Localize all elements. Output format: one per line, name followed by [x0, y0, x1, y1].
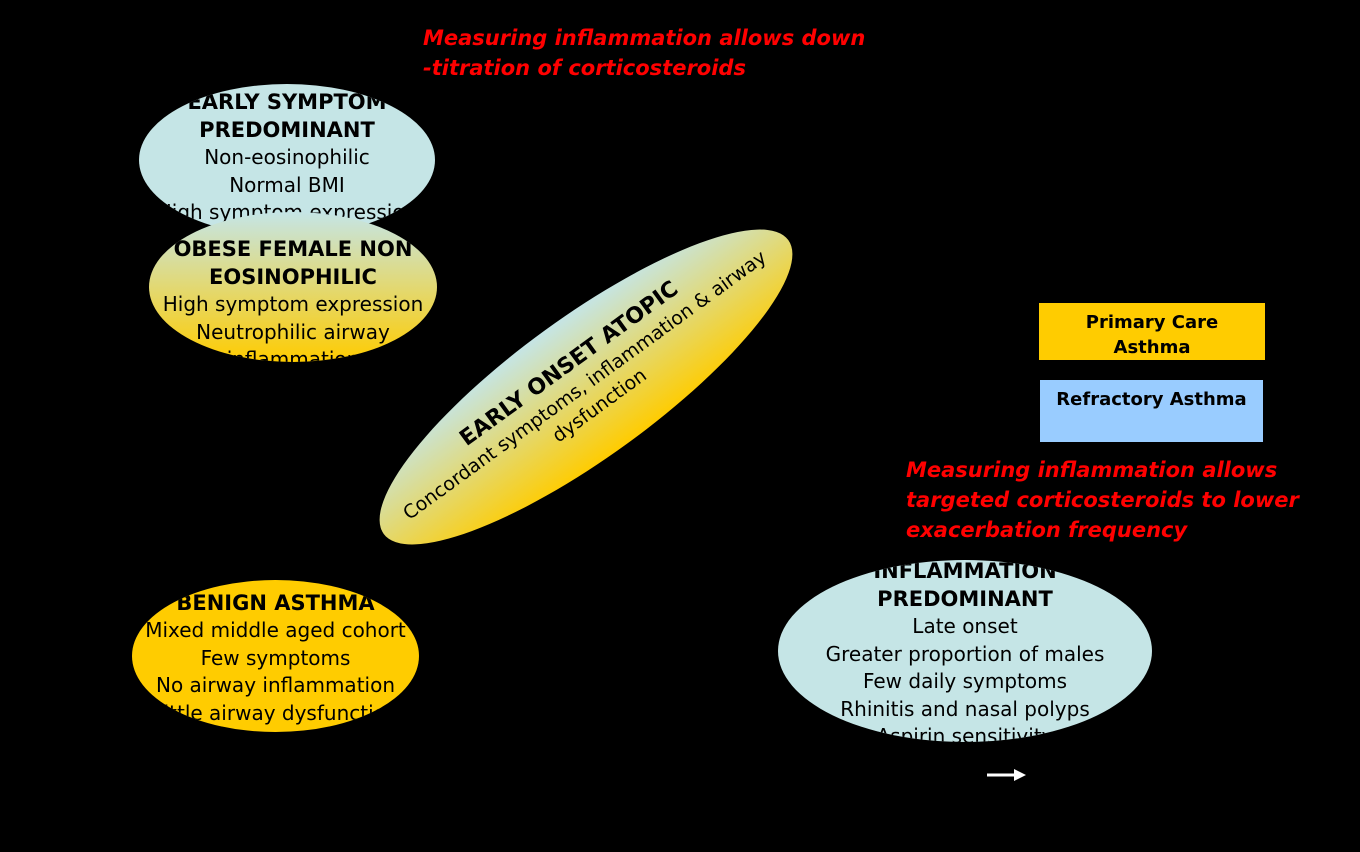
cluster-obese-female-title-1: OBESE FEMALE NON — [173, 237, 413, 261]
cluster-benign-line-2: Few symptoms — [200, 645, 351, 670]
cluster-obese-female-line-1: High symptom expression — [162, 292, 424, 316]
cluster-obese-female-non-eosinophilic: OBESE FEMALE NON EOSINOPHILIC High sympt… — [149, 212, 437, 362]
legend-primary-care-line-2: Asthma — [1113, 337, 1191, 358]
right-note-line-3: exacerbation frequency — [906, 518, 1188, 542]
top-note-line-2: -titration of corticosteroids — [423, 56, 746, 80]
right-note-line-2: targeted corticosteroids to lower — [906, 488, 1299, 512]
cluster-inflammation-predominant: INFLAMMATION PREDOMINANT Late onset Grea… — [778, 560, 1152, 742]
cluster-benign-line-4: Little airway dysfunction — [152, 700, 399, 725]
cluster-benign-line-1: Mixed middle aged cohort — [145, 618, 406, 642]
right-note: Measuring inflammation allows targeted c… — [906, 455, 1299, 545]
cluster-benign-line-3: No airway inflammation — [155, 673, 395, 697]
legend-refractory-asthma: Refractory Asthma — [1040, 380, 1263, 442]
cluster-early-onset-line-2: dysfunction — [548, 364, 651, 448]
cluster-benign-title: BENIGN ASTHMA — [176, 591, 375, 615]
top-note-line-1: Measuring inflammation allows down — [423, 26, 866, 50]
cluster-early-symptom-title-1: EARLY SYMPTOM — [187, 90, 387, 114]
cluster-benign-asthma: BENIGN ASTHMA Mixed middle aged cohort F… — [132, 580, 419, 732]
cluster-inflammation-line-1: Late onset — [912, 614, 1018, 638]
cluster-inflammation-line-2: Greater proportion of males — [825, 641, 1105, 666]
cluster-early-symptom-line-1: Non-eosinophilic — [204, 145, 370, 169]
legend-refractory-label: Refractory Asthma — [1056, 389, 1247, 410]
cluster-inflammation-line-3: Few daily symptoms — [862, 669, 1068, 693]
legend-primary-care-asthma: Primary Care Asthma — [1039, 303, 1265, 360]
cluster-early-symptom-title-2: PREDOMINANT — [199, 118, 375, 142]
cluster-inflammation-title-1: INFLAMMATION — [873, 560, 1057, 583]
cluster-early-onset-atopic: EARLY ONSET ATOPIC Concordant symptoms, … — [342, 183, 830, 591]
cluster-inflammation-title-2: PREDOMINANT — [877, 587, 1053, 611]
cluster-early-symptom-predominant: EARLY SYMPTOM PREDOMINANT Non-eosinophil… — [139, 84, 435, 236]
cluster-obese-female-line-2: Neutrophilic airway — [196, 319, 390, 344]
cluster-early-onset-line-1: Concordant symptoms, inflammation & airw… — [399, 246, 771, 525]
cluster-inflammation-line-4: Rhinitis and nasal polyps — [840, 696, 1090, 721]
cluster-obese-female-title-2: EOSINOPHILIC — [209, 265, 377, 289]
legend-primary-care-line-1: Primary Care — [1085, 312, 1219, 333]
cluster-early-symptom-line-2: Normal BMI — [229, 172, 345, 197]
right-note-line-1: Measuring inflammation allows — [906, 458, 1278, 482]
right-arrow-icon — [987, 769, 1026, 781]
cluster-obese-female-line-3: inflammation — [226, 347, 360, 362]
top-note: Measuring inflammation allows down -titr… — [423, 23, 865, 83]
cluster-inflammation-line-5: Aspirin sensitivity — [876, 724, 1054, 742]
